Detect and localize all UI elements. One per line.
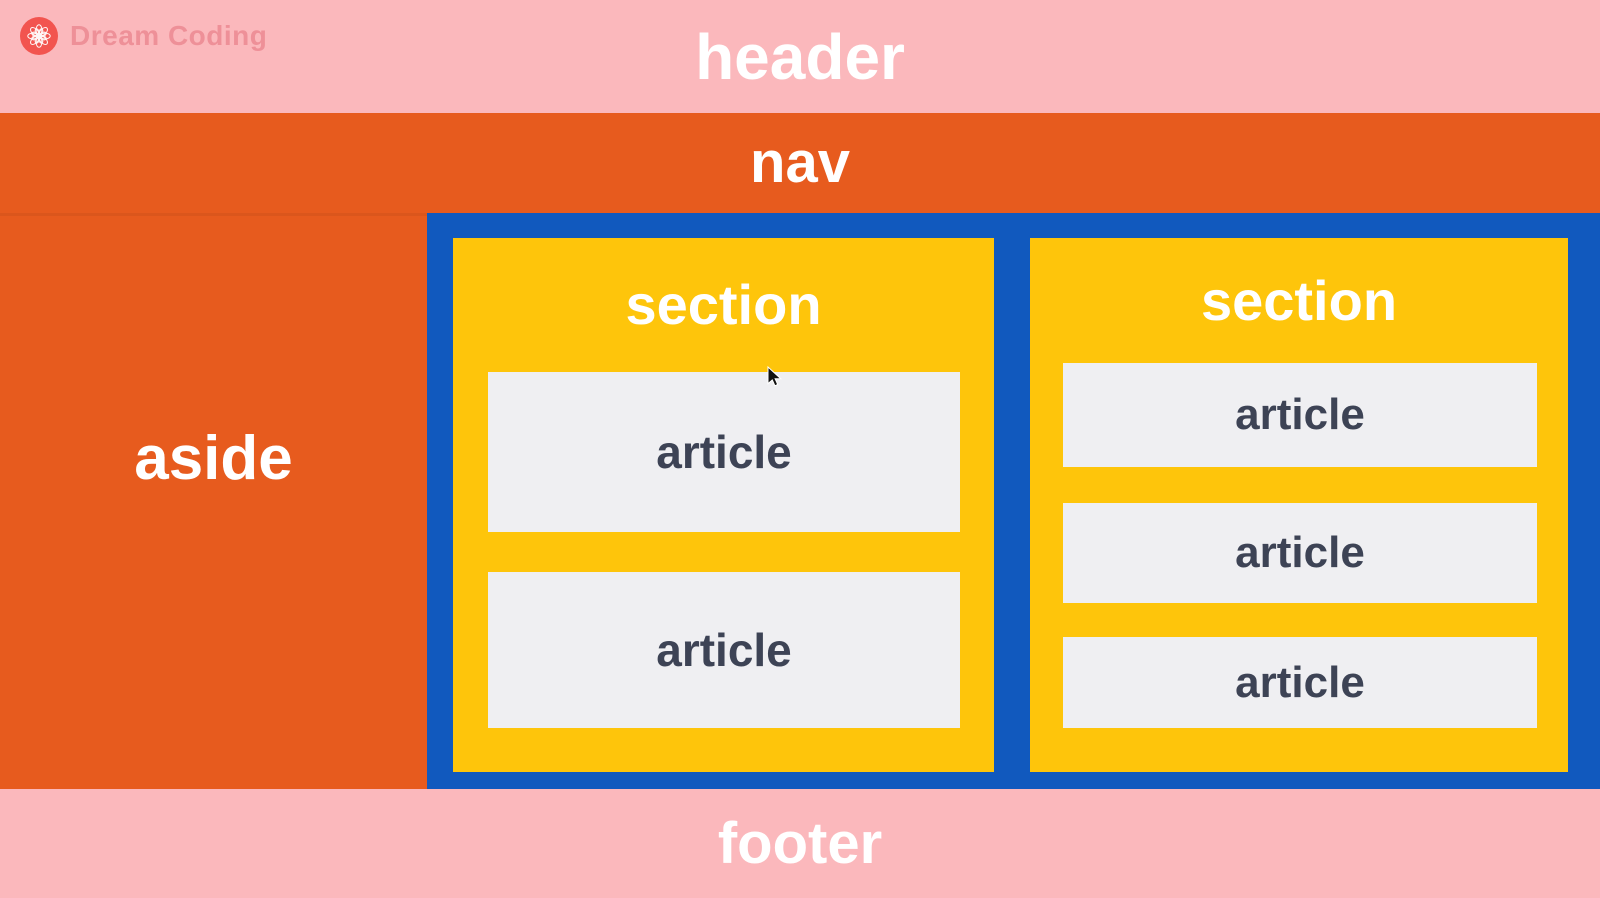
article-label: article — [1235, 390, 1365, 439]
section-block-2: section article article article — [1030, 238, 1568, 772]
header-label: header — [695, 20, 905, 93]
main-region: section article article section — [427, 213, 1600, 789]
article-block: article — [488, 572, 960, 728]
article-block: article — [488, 372, 960, 532]
section-block-1: section article article — [453, 238, 994, 772]
footer-region: footer — [0, 789, 1600, 898]
header-region: Dream Coding header — [0, 0, 1600, 113]
flower-icon — [20, 17, 58, 55]
section-label: section — [1200, 268, 1398, 332]
content-row: aside section article article sec — [0, 213, 1600, 789]
article-label: article — [656, 624, 792, 676]
article-label: article — [1235, 528, 1365, 577]
section-1-articles: article article — [453, 372, 994, 772]
footer-label: footer — [717, 810, 883, 876]
section-label: section — [625, 273, 822, 336]
brand-name: Dream Coding — [70, 20, 268, 51]
article-label: article — [656, 426, 792, 478]
aside-region: aside — [0, 213, 427, 789]
nav-label: nav — [750, 130, 850, 195]
article-label: article — [1235, 657, 1365, 707]
article-block: article — [1063, 503, 1537, 603]
aside-label: aside — [134, 424, 293, 493]
section-2-articles: article article article — [1030, 363, 1568, 772]
article-block: article — [1063, 363, 1537, 467]
section-2-header: section — [1030, 238, 1568, 363]
article-block: article — [1063, 637, 1537, 728]
nav-region: nav — [0, 113, 1600, 213]
section-1-header: section — [453, 238, 994, 372]
brand-logo: Dream Coding — [20, 17, 267, 55]
